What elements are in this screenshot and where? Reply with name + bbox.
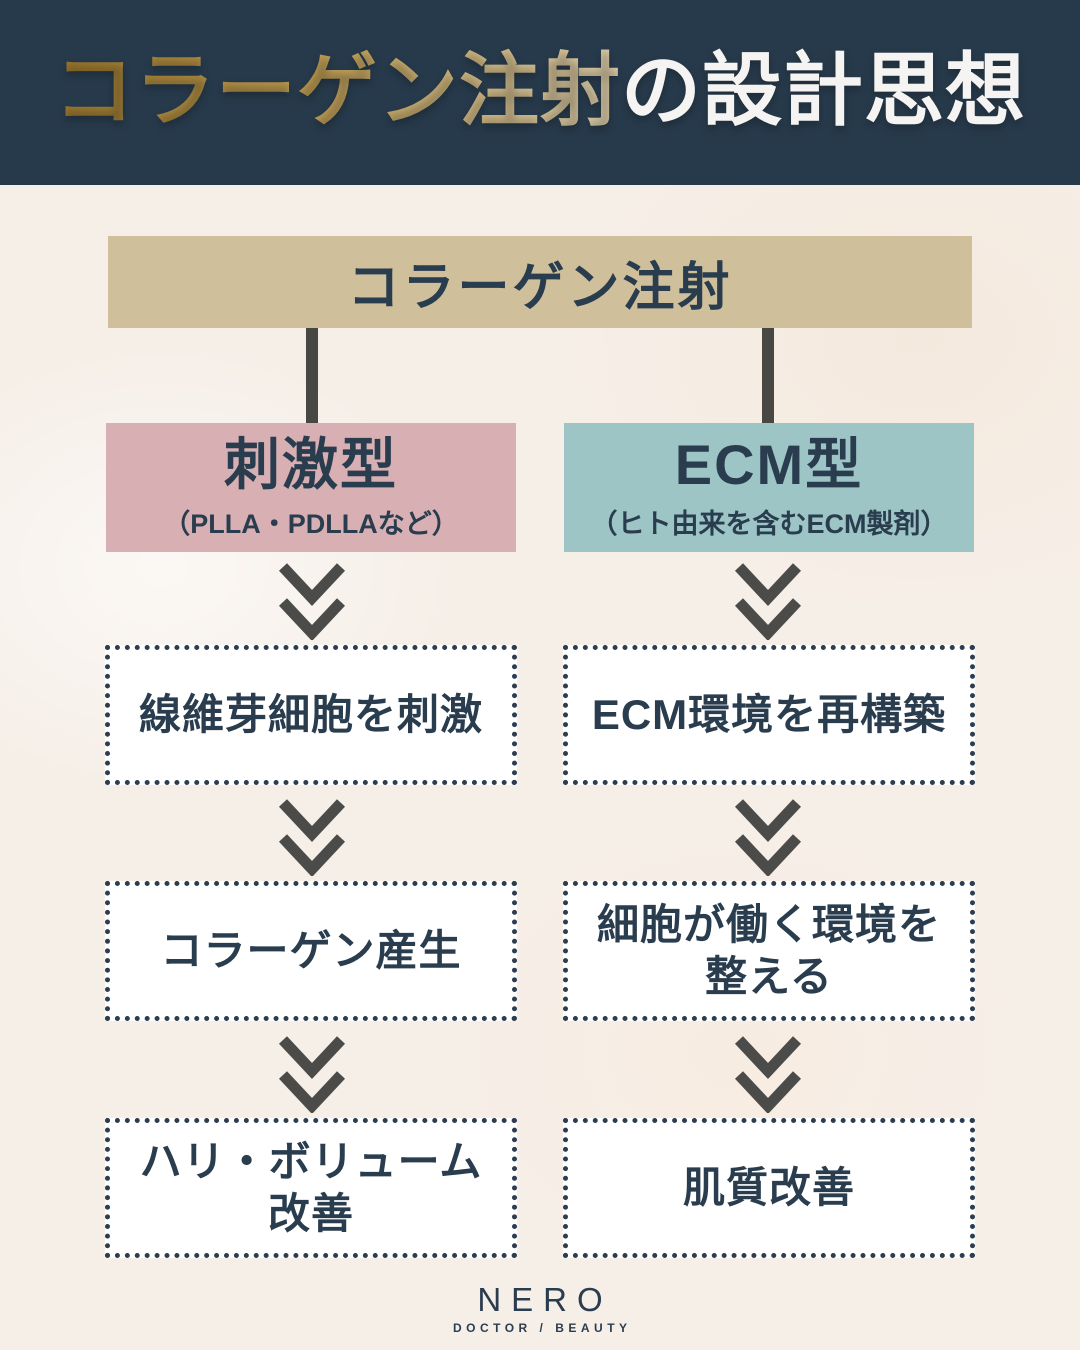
step-ecm-environment-rebuild: ECM環境を再構築 <box>563 645 975 785</box>
chevron-down-icon <box>732 1035 804 1115</box>
chevron-down-icon <box>276 562 348 642</box>
chevron-down-icon <box>276 798 348 878</box>
column-subtitle: （ヒト由来を含むECM製剤） <box>590 508 948 539</box>
column-header-stimulation-type: 刺激型 （PLLA・PDLLAなど） <box>106 423 516 552</box>
column-title: 刺激型 <box>224 433 398 497</box>
connector-line-left <box>306 328 318 424</box>
chevron-down-icon <box>276 1035 348 1115</box>
brand-logo: NERO DOCTOR / BEAUTY <box>0 1281 1080 1336</box>
step-fibroblast-stimulation: 線維芽細胞を刺激 <box>105 645 517 785</box>
page-title-gold-segment: コラーゲン注射 <box>54 45 621 135</box>
column-title: ECM型 <box>674 433 864 497</box>
header-banner: コラーゲン注射の設計思想 <box>0 0 1080 185</box>
step-skin-quality-improvement: 肌質改善 <box>563 1118 975 1258</box>
chevron-down-icon <box>732 798 804 878</box>
step-cell-working-environment: 細胞が働く環境を 整える <box>563 881 975 1021</box>
column-subtitle: （PLLA・PDLLAなど） <box>163 508 459 539</box>
page-title-white-segment: の設計思想 <box>621 45 1026 135</box>
column-header-ecm-type: ECM型 （ヒト由来を含むECM製剤） <box>564 423 974 552</box>
brand-tagline: DOCTOR / BEAUTY <box>452 1321 632 1336</box>
root-node-collagen-injection: コラーゲン注射 <box>108 236 972 328</box>
step-firmness-volume-improvement: ハリ・ボリューム 改善 <box>105 1118 517 1258</box>
step-collagen-production: コラーゲン産生 <box>105 881 517 1021</box>
chevron-down-icon <box>732 562 804 642</box>
connector-line-right <box>762 328 774 424</box>
brand-name: NERO <box>477 1281 613 1318</box>
page-title: コラーゲン注射の設計思想 <box>54 50 1026 135</box>
